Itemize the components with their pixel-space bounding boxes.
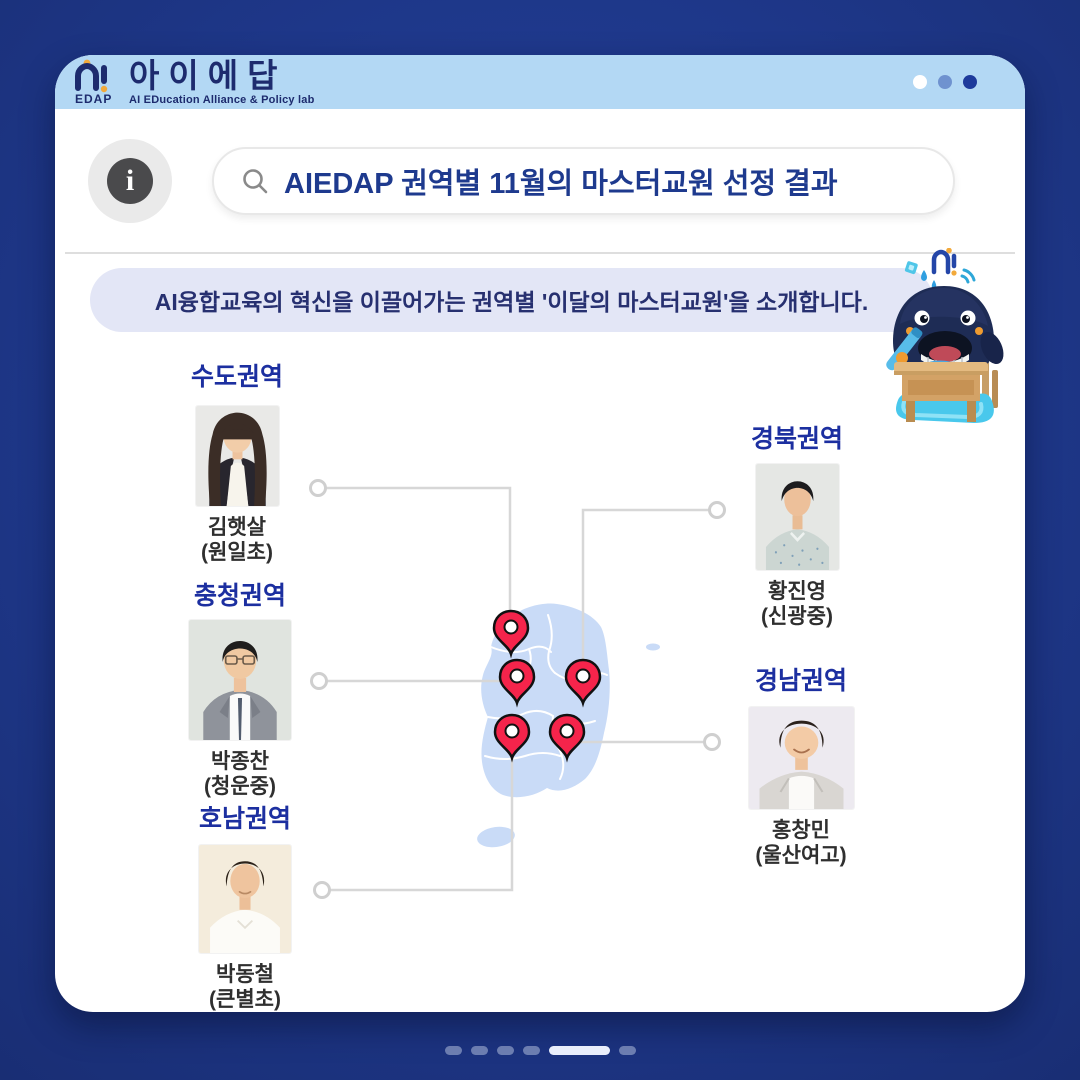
window-dot-icon[interactable]: [938, 75, 952, 89]
intro-banner: AI융합교육의 혁신을 이끌어가는 권역별 '이달의 마스터교원'을 소개합니다…: [90, 268, 933, 332]
teacher-school: (신광중): [761, 605, 833, 629]
map-pins: [492, 609, 602, 763]
mascot-logo-mark: [904, 248, 976, 289]
svg-text:EDAP: EDAP: [75, 92, 112, 104]
page-dash[interactable]: [470, 1045, 488, 1055]
teacher-school: (큰별초): [209, 988, 281, 1012]
connector-lines: [325, 486, 710, 892]
jeju-island: [477, 826, 515, 848]
divider: [65, 252, 1015, 254]
page-dash[interactable]: [496, 1045, 514, 1055]
search-bar[interactable]: AIEDAP 권역별 11월의 마스터교원 선정 결과: [212, 147, 955, 215]
search-icon: [243, 169, 268, 194]
info-badge[interactable]: i: [88, 139, 172, 223]
teacher-photo: [199, 845, 291, 953]
teacher-school: (청운중): [204, 775, 276, 799]
region-card-sudo: 수도권역 김햇살 (원일초): [181, 365, 293, 565]
logo-subtitle: AI EDucation Alliance & Policy lab: [129, 94, 315, 106]
whale-body: [893, 286, 1004, 382]
province-borders: [484, 614, 608, 780]
pencil: [886, 327, 923, 371]
region-label: 호남권역: [198, 805, 291, 833]
region-card-honam: 호남권역 박동철 (큰별초): [189, 807, 301, 1012]
pin-chungcheong-icon: [498, 658, 536, 708]
pin-gyeongnam-icon: [548, 713, 586, 763]
pin-sudo-icon: [492, 609, 530, 659]
teacher-school: (울산여고): [755, 844, 847, 868]
pin-gyeongbuk-icon: [564, 658, 602, 708]
teacher-name: 홍창민: [772, 819, 830, 842]
desk: [894, 360, 988, 422]
info-icon: i: [107, 158, 153, 204]
logo-title: 아이에답: [129, 57, 287, 94]
intro-banner-text: AI융합교육의 혁신을 이끌어가는 권역별 '이달의 마스터교원'을 소개합니다…: [154, 289, 869, 315]
whale-mascot-illustration: [886, 248, 1004, 423]
carousel-pagination: [0, 1044, 1080, 1056]
teacher-name: 박종찬: [211, 750, 269, 773]
window-dot-icon[interactable]: [913, 75, 927, 89]
teacher-photo: [755, 464, 839, 570]
titlebar: EDAP 아이에답 AI EDucation Alliance & Policy…: [55, 55, 1025, 109]
aiedap-logo-icon: EDAP: [75, 59, 112, 104]
window-dot-icon[interactable]: [963, 75, 977, 89]
region-label: 경남권역: [754, 667, 847, 695]
page-dash-active[interactable]: [548, 1045, 610, 1055]
teacher-photo: [748, 707, 854, 809]
pin-honam-icon: [493, 713, 531, 763]
connector-endpoints: [309, 479, 726, 899]
korea-mainland: [481, 603, 610, 798]
region-card-chungcheong: 충청권역: [184, 584, 296, 799]
region-label: 충청권역: [193, 582, 286, 610]
teacher-photo: [189, 620, 291, 740]
page-dash[interactable]: [522, 1045, 540, 1055]
aiedap-logo: EDAP 아이에답 AI EDucation Alliance & Policy…: [73, 58, 315, 106]
teacher-name: 황진영: [768, 580, 826, 603]
region-card-gyeongnam: 경남권역 홍창민 (울산여고): [745, 669, 857, 868]
browser-window: EDAP 아이에답 AI EDucation Alliance & Policy…: [55, 55, 1025, 1012]
page-dash[interactable]: [444, 1045, 462, 1055]
search-query[interactable]: AIEDAP 권역별 11월의 마스터교원 선정 결과: [284, 168, 838, 200]
region-label: 경북권역: [750, 425, 843, 453]
teacher-name: 김햇살: [208, 516, 266, 539]
teacher-name: 박동철: [216, 963, 274, 986]
teacher-school: (원일초): [201, 541, 273, 565]
page-dash[interactable]: [618, 1045, 636, 1055]
region-card-gyeongbuk: 경북권역 황진영 (신광중): [741, 427, 853, 629]
region-label: 수도권역: [190, 363, 283, 391]
window-control-dots[interactable]: [913, 75, 977, 89]
ulleung-island: [646, 643, 660, 651]
teacher-photo: [195, 406, 279, 506]
